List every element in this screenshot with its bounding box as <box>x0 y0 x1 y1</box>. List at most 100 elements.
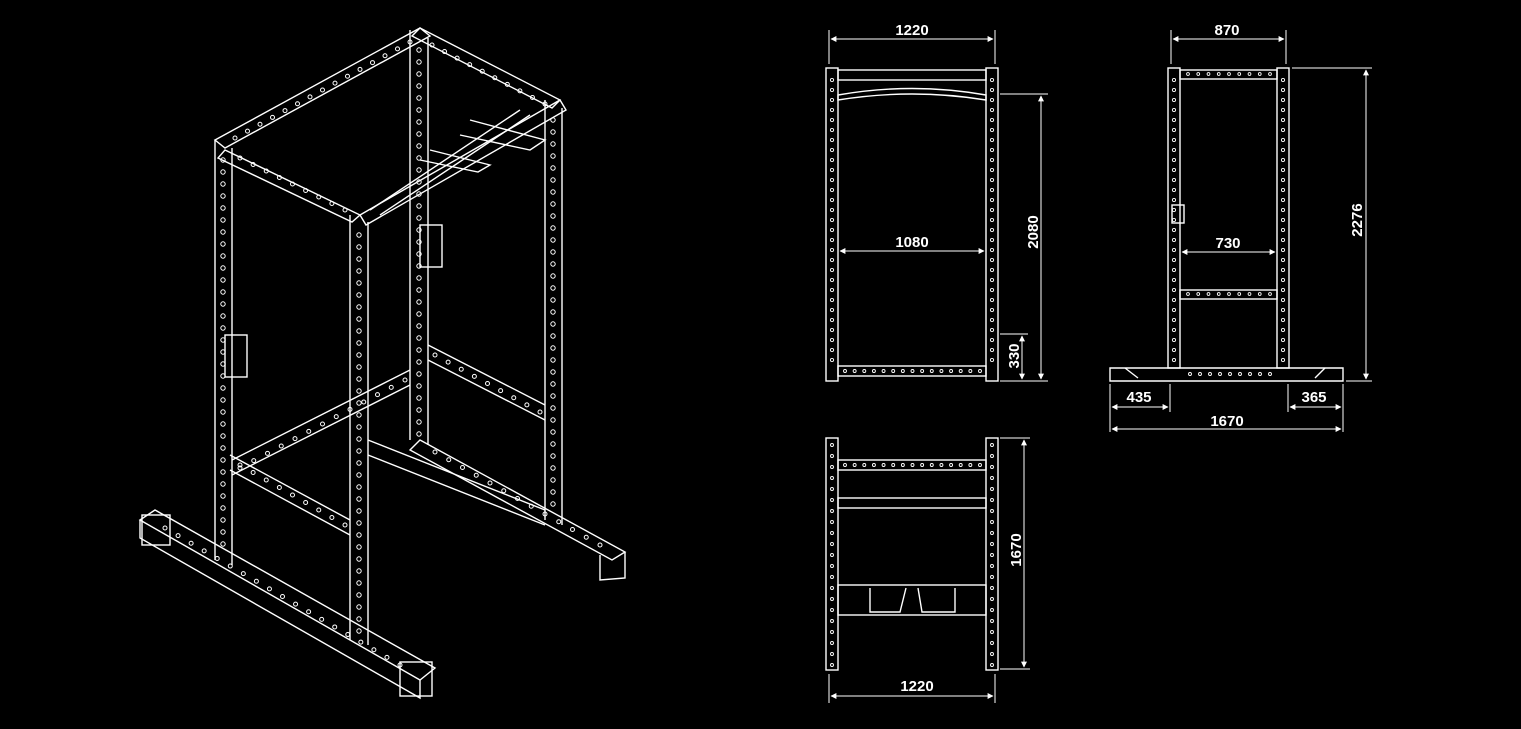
mount-hole <box>356 628 362 634</box>
mount-hole <box>416 227 422 233</box>
mount-hole <box>220 541 226 547</box>
mount-hole <box>989 247 995 253</box>
mount-hole <box>990 630 994 634</box>
iso-foot-cap-left-back <box>141 514 171 546</box>
mount-hole <box>550 249 556 255</box>
mount-hole <box>1237 292 1242 296</box>
mount-hole <box>1227 72 1231 76</box>
mount-hole <box>1171 267 1177 273</box>
mount-hole <box>416 275 422 281</box>
mount-hole <box>251 458 257 464</box>
mount-hole <box>253 578 259 584</box>
iso-pullup-handle-2 <box>419 149 492 173</box>
mount-hole <box>162 525 168 531</box>
mount-hole <box>550 297 556 303</box>
mount-hole <box>1198 372 1202 376</box>
mount-hole <box>830 619 834 623</box>
front-view <box>825 67 999 382</box>
mount-hole <box>220 169 226 175</box>
mount-hole <box>416 155 422 161</box>
mount-hole <box>220 265 226 271</box>
mount-hole <box>550 477 556 483</box>
mount-hole <box>1171 127 1177 133</box>
mount-hole <box>347 406 353 412</box>
front-pullup-bar <box>837 87 987 101</box>
mount-hole <box>830 443 834 447</box>
iso-upright-back-left <box>409 30 429 445</box>
mount-hole <box>990 586 994 590</box>
mount-hole <box>1227 292 1231 296</box>
mount-hole <box>356 292 362 298</box>
mount-hole <box>307 94 313 100</box>
mount-hole <box>597 542 603 548</box>
mount-hole <box>550 345 556 351</box>
mount-hole <box>416 47 422 53</box>
top-pullup-handles <box>869 587 956 613</box>
mount-hole <box>830 663 834 667</box>
side-inner-width-label: 730 <box>1215 235 1240 252</box>
top-beam-mid <box>837 497 987 509</box>
mount-hole <box>332 80 338 86</box>
mount-hole <box>1171 97 1177 103</box>
mount-hole <box>900 369 905 373</box>
mount-hole <box>295 101 300 107</box>
iso-lower-bar <box>367 439 546 526</box>
mount-hole <box>1258 372 1262 376</box>
mount-hole <box>416 323 422 329</box>
mount-hole <box>214 555 220 561</box>
iso-top-beam-right <box>359 99 567 226</box>
mount-hole <box>829 327 835 333</box>
mount-hole <box>416 59 422 65</box>
mount-hole <box>989 197 995 203</box>
mount-hole <box>416 179 422 185</box>
mount-hole <box>550 369 556 375</box>
mount-hole <box>550 501 556 507</box>
mount-hole <box>830 476 834 480</box>
side-height-label: 2276 <box>1349 203 1366 236</box>
side-base <box>1109 367 1344 382</box>
iso-upright-front-left <box>214 140 233 565</box>
mount-hole <box>829 157 835 163</box>
mount-hole <box>1257 292 1262 296</box>
mount-hole <box>1280 237 1286 243</box>
mount-hole <box>881 463 886 467</box>
mount-hole <box>356 472 362 478</box>
front-inner-width-label: 1080 <box>895 234 928 251</box>
mount-hole <box>356 388 362 394</box>
mount-hole <box>1171 167 1177 173</box>
iso-foot-right <box>408 439 627 561</box>
top-depth-label: 1670 <box>1008 533 1025 566</box>
mount-hole <box>432 449 438 455</box>
mount-hole <box>458 366 464 372</box>
mount-hole <box>1280 177 1286 183</box>
mount-hole <box>1186 292 1190 296</box>
mount-hole <box>471 373 477 379</box>
front-dimensions <box>828 30 1048 382</box>
mount-hole <box>263 477 269 483</box>
mount-hole <box>989 307 995 313</box>
mount-hole <box>830 520 834 524</box>
mount-hole <box>416 395 422 401</box>
mount-hole <box>329 201 335 206</box>
mount-hole <box>910 463 915 467</box>
side-mid-beam <box>1179 289 1278 300</box>
mount-hole <box>1280 77 1286 83</box>
top-hole-pattern <box>830 443 994 667</box>
mount-hole <box>511 395 517 401</box>
mount-hole <box>504 81 510 87</box>
mount-hole <box>929 463 934 467</box>
mount-hole <box>978 463 982 467</box>
mount-hole <box>862 463 867 467</box>
mount-hole <box>356 352 362 358</box>
mount-hole <box>416 215 422 221</box>
mount-hole <box>446 457 452 463</box>
mount-hole <box>990 487 994 491</box>
mount-hole <box>382 53 388 59</box>
mount-hole <box>220 457 226 463</box>
mount-hole <box>990 575 994 579</box>
mount-hole <box>829 317 835 323</box>
mount-hole <box>1280 257 1286 263</box>
iso-mid-bar-cross <box>231 369 411 476</box>
mount-hole <box>306 609 312 615</box>
